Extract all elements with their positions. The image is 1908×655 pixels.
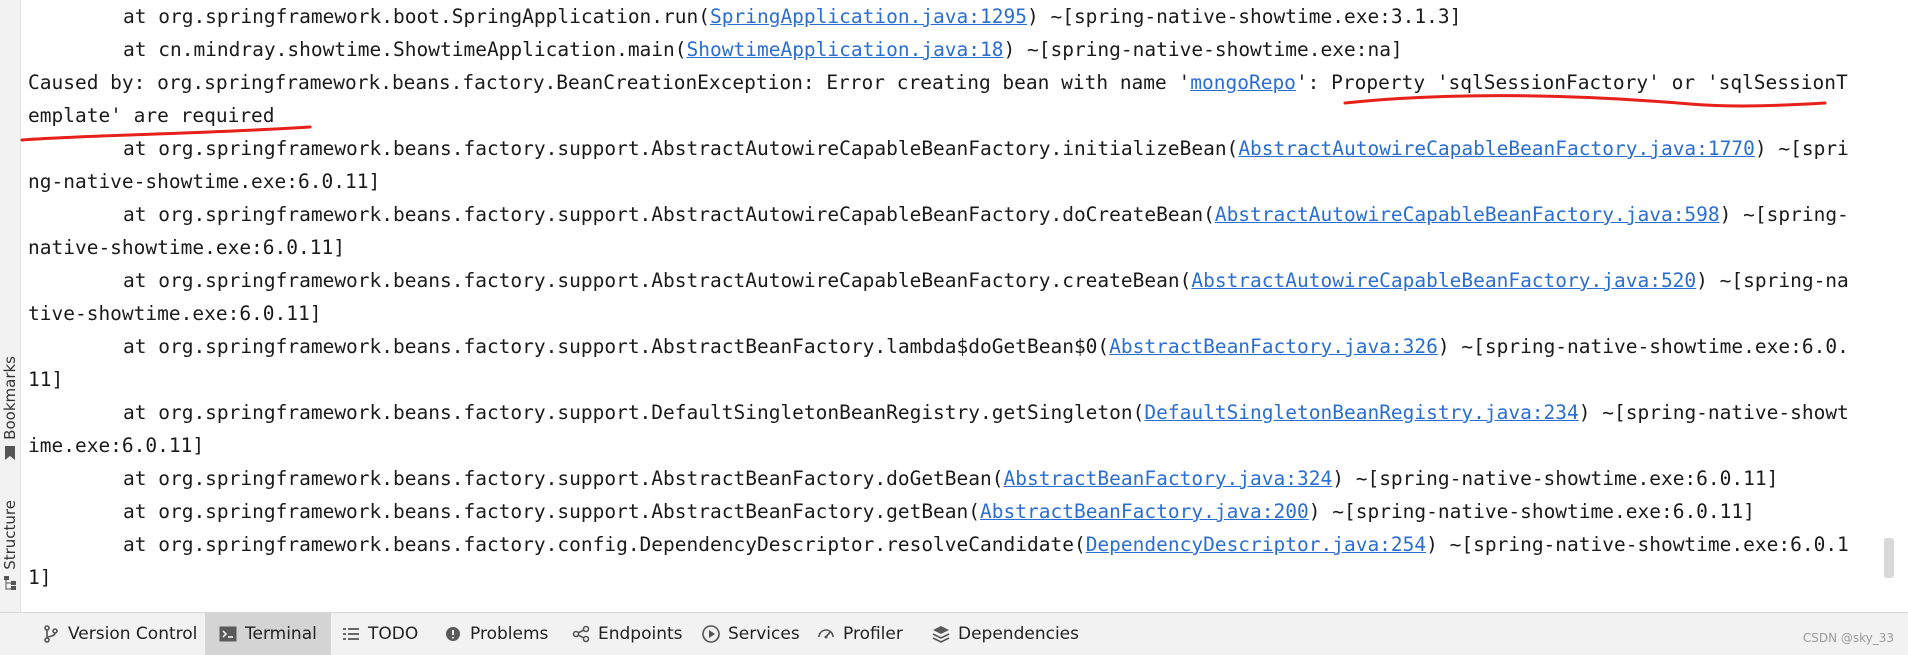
source-link[interactable]: DefaultSingletonBeanRegistry.java:234 [1144, 401, 1579, 424]
structure-tab[interactable]: Structure [0, 500, 20, 594]
stack-line: at org.springframework.beans.factory.con… [28, 533, 1849, 589]
dependencies-icon [932, 625, 950, 643]
stack-line: at org.springframework.beans.factory.sup… [28, 269, 1849, 325]
tool-window-bar: Version Control Terminal TODO Problems E… [0, 612, 1908, 655]
tab-label: Services [728, 624, 800, 644]
source-link[interactable]: AbstractBeanFactory.java:326 [1109, 335, 1438, 358]
structure-label: Structure [1, 500, 19, 570]
source-link[interactable]: SpringApplication.java:1295 [710, 5, 1027, 28]
tab-label: Problems [470, 624, 549, 644]
profiler-icon [817, 625, 835, 643]
source-link[interactable]: AbstractBeanFactory.java:200 [980, 500, 1309, 523]
source-link[interactable]: AbstractAutowireCapableBeanFactory.java:… [1238, 137, 1755, 160]
source-link[interactable]: ShowtimeApplication.java:18 [686, 38, 1004, 61]
tab-profiler[interactable]: Profiler [803, 613, 917, 655]
tab-version-control[interactable]: Version Control [28, 613, 211, 655]
stack-line: at org.springframework.beans.factory.sup… [123, 500, 1755, 523]
bookmarks-label: Bookmarks [1, 356, 19, 440]
stack-line: at cn.mindray.showtime.ShowtimeApplicati… [123, 38, 1403, 61]
stack-line: at org.springframework.beans.factory.sup… [28, 203, 1849, 259]
scrollbar-thumb[interactable] [1884, 538, 1894, 578]
tab-label: Profiler [843, 624, 903, 644]
tab-label: Version Control [68, 624, 198, 644]
console-output: at org.springframework.boot.SpringApplic… [28, 0, 1854, 612]
stack-line: at org.springframework.beans.factory.sup… [28, 401, 1849, 457]
endpoints-icon [572, 625, 590, 643]
terminal-icon [219, 625, 237, 643]
watermark: CSDN @sky_33 [1802, 631, 1894, 645]
structure-icon [4, 575, 16, 594]
source-link[interactable]: AbstractBeanFactory.java:324 [1003, 467, 1333, 490]
tab-todo[interactable]: TODO [328, 613, 432, 655]
tab-services[interactable]: Services [688, 613, 814, 655]
tab-label: Dependencies [958, 624, 1079, 644]
stack-line: at org.springframework.beans.factory.sup… [28, 335, 1849, 391]
vertical-scrollbar[interactable] [1882, 0, 1894, 612]
tab-label: TODO [368, 624, 419, 644]
tab-dependencies[interactable]: Dependencies [918, 613, 1093, 655]
tab-label: Endpoints [598, 624, 683, 644]
tab-terminal[interactable]: Terminal [205, 613, 331, 655]
stack-line: at org.springframework.beans.factory.sup… [123, 467, 1779, 490]
bookmarks-tab[interactable]: Bookmarks [0, 356, 20, 464]
source-link[interactable]: AbstractAutowireCapableBeanFactory.java:… [1191, 269, 1697, 292]
branch-icon [42, 625, 60, 643]
bean-link[interactable]: mongoRepo [1190, 71, 1296, 94]
bookmark-icon [4, 445, 16, 464]
source-link[interactable]: DependencyDescriptor.java:254 [1085, 533, 1427, 556]
tab-label: Terminal [245, 624, 317, 644]
tab-endpoints[interactable]: Endpoints [558, 613, 697, 655]
services-icon [702, 625, 720, 643]
source-link[interactable]: AbstractAutowireCapableBeanFactory.java:… [1214, 203, 1720, 226]
tab-problems[interactable]: Problems [430, 613, 562, 655]
stack-line: at org.springframework.boot.SpringApplic… [123, 5, 1462, 28]
caused-by-line: Caused by: org.springframework.beans.fac… [28, 71, 1848, 127]
left-tool-strip: Bookmarks Structure [0, 0, 21, 612]
list-icon [342, 625, 360, 643]
stack-line: at org.springframework.beans.factory.sup… [28, 137, 1849, 193]
problems-icon [444, 625, 462, 643]
